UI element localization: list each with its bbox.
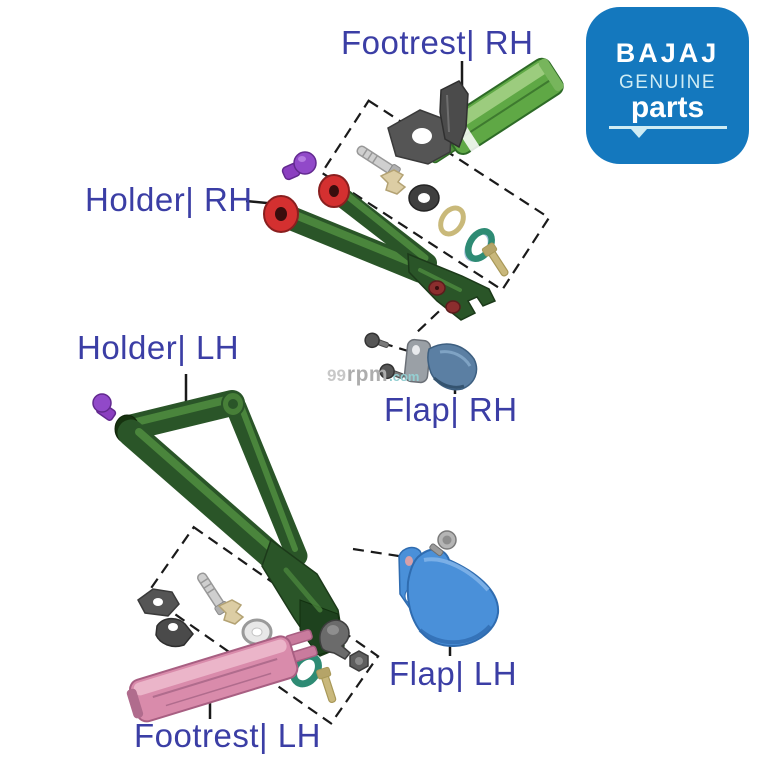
holder-to-flap-lh-dash: [352, 547, 432, 563]
holder-rh-part: [263, 174, 497, 321]
watermark-prefix: 99: [327, 366, 346, 385]
hardware-box-rh: [320, 99, 551, 292]
footrest-rh-label: Footrest| RH: [341, 24, 534, 61]
plate-bracket-lh: [137, 588, 180, 617]
bolt-gold-lh-head: [316, 666, 332, 680]
flap-lh-blade-shade: [418, 624, 492, 645]
flap-lh-bolt: [429, 530, 457, 557]
flap-lh-blade: [406, 548, 500, 648]
bracket-block-rh-face-line: [446, 94, 450, 133]
watermark-suffix: .com: [389, 369, 420, 384]
bracket-plate-rh-hole: [412, 128, 432, 144]
cotter-pin-lh: [217, 599, 245, 625]
watermark-name: rpm: [346, 363, 389, 386]
flap-rh-bracket-hole: [412, 345, 420, 355]
footrest-lh-rib-line-2: [165, 672, 272, 707]
flap-rh-part: [403, 338, 478, 391]
purple-bolt-rh-highlight: [298, 156, 306, 162]
footrest-rh-rib-line: [458, 78, 552, 141]
footrest-lh-top-face: [133, 639, 287, 696]
foot-bushing-1-center: [435, 286, 439, 290]
holder-rh-bushing-right: [318, 174, 350, 208]
washer-rh: [408, 184, 440, 212]
holder-lh-tube-left-highlight: [135, 428, 292, 567]
holder-lh-foot-highlight: [283, 567, 323, 613]
logo-parts-text: parts: [630, 91, 705, 124]
holder-rh-label: Holder| RH: [85, 181, 253, 218]
bolt-gold-lh: [316, 666, 337, 704]
nut-part: [349, 650, 369, 672]
holder-rh-foot-bushing-1: [428, 280, 446, 296]
holder-lh-label: Holder| LH: [77, 329, 240, 366]
flap-rh-blade-shade: [432, 376, 465, 389]
footrest-lh-rib-line-1: [152, 658, 278, 698]
cotter-pin-rh: [379, 169, 407, 195]
flap-lh-part: [398, 546, 500, 648]
screw-rh-1: [364, 332, 390, 349]
bajaj-genuine-parts-logo: BAJAJ GENUINE parts: [586, 7, 749, 164]
footrest-lh-end-cap: [126, 688, 144, 719]
holder-lh-top-tube-highlight: [128, 395, 234, 427]
hook-bracket-lh: [155, 617, 194, 648]
lever-part: [319, 619, 352, 660]
flap-lh-bolt-head-center: [442, 535, 452, 545]
footrest-rh-top-face: [446, 62, 548, 133]
flap-lh-bracket-dot: [405, 556, 413, 566]
holder-lh-joint-center: [228, 399, 238, 409]
bracket-block-rh: [439, 80, 469, 149]
holder-lh-part: [114, 390, 345, 657]
nut-hole: [355, 657, 363, 665]
logo-underline: [608, 126, 727, 138]
lever-highlight: [327, 625, 339, 635]
spring-bolt-rh-ridges: [361, 148, 378, 164]
purple-bolt-rh: [281, 151, 317, 181]
holder-lh-top-tube: [116, 390, 245, 441]
bolt-gold-rh-head: [481, 242, 498, 257]
washer-rh-hole: [418, 193, 430, 203]
holder-rh-tube-left-highlight: [284, 208, 422, 269]
logo-brand-text: BAJAJ: [615, 38, 720, 68]
footrest-lh-part: [126, 629, 318, 723]
bolt-gold-rh: [481, 242, 509, 277]
holder-rh-tube-left: [269, 202, 433, 283]
bracket-plate-rh: [387, 109, 453, 165]
flap-rh-blade-highlight: [439, 350, 472, 367]
ring-gold-rh: [438, 205, 466, 237]
holder-lh-tube-right-highlight: [238, 403, 298, 552]
flap-lh-label: Flap| LH: [389, 655, 518, 692]
holder-lh-top-joint: [221, 391, 245, 417]
holder-rh-bushing-left: [263, 195, 299, 233]
holder-lh-tube-left: [117, 419, 304, 586]
holder-rh-tube-right-highlight: [334, 184, 429, 262]
washer-lh-hole: [251, 627, 263, 637]
flap-lh-blade-highlight: [423, 557, 490, 592]
flap-lh-bolt-shaft: [429, 543, 444, 557]
footrest-rh-end-cap: [538, 58, 564, 92]
screw-rh-1-head: [364, 332, 380, 349]
bushing-left-hole: [275, 207, 287, 221]
purple-bolt-lh: [92, 393, 117, 421]
flap-rh-blade: [427, 343, 478, 391]
holder-rh-foot-bushing-2: [445, 300, 461, 314]
holder-rh-foot-highlight: [418, 268, 462, 292]
plate-bracket-lh-hole: [153, 598, 163, 606]
purple-bolt-rh-head: [293, 151, 317, 175]
screw-rh-2: [379, 363, 405, 380]
spring-bolt-lh-ridges: [200, 577, 216, 594]
flap-rh-label: Flap| RH: [384, 391, 518, 428]
screw-rh-2-head: [379, 363, 395, 380]
hook-bracket-lh-hole: [168, 623, 178, 631]
logo-underline-triangle-icon: [630, 129, 647, 138]
logo-genuine-text: GENUINE: [618, 72, 717, 93]
footrest-lh-label: Footrest| LH: [134, 717, 321, 754]
hook-bracket-lh-body: [155, 617, 194, 648]
bushing-right-hole: [329, 185, 339, 197]
purple-bolt-lh-head: [92, 393, 112, 413]
